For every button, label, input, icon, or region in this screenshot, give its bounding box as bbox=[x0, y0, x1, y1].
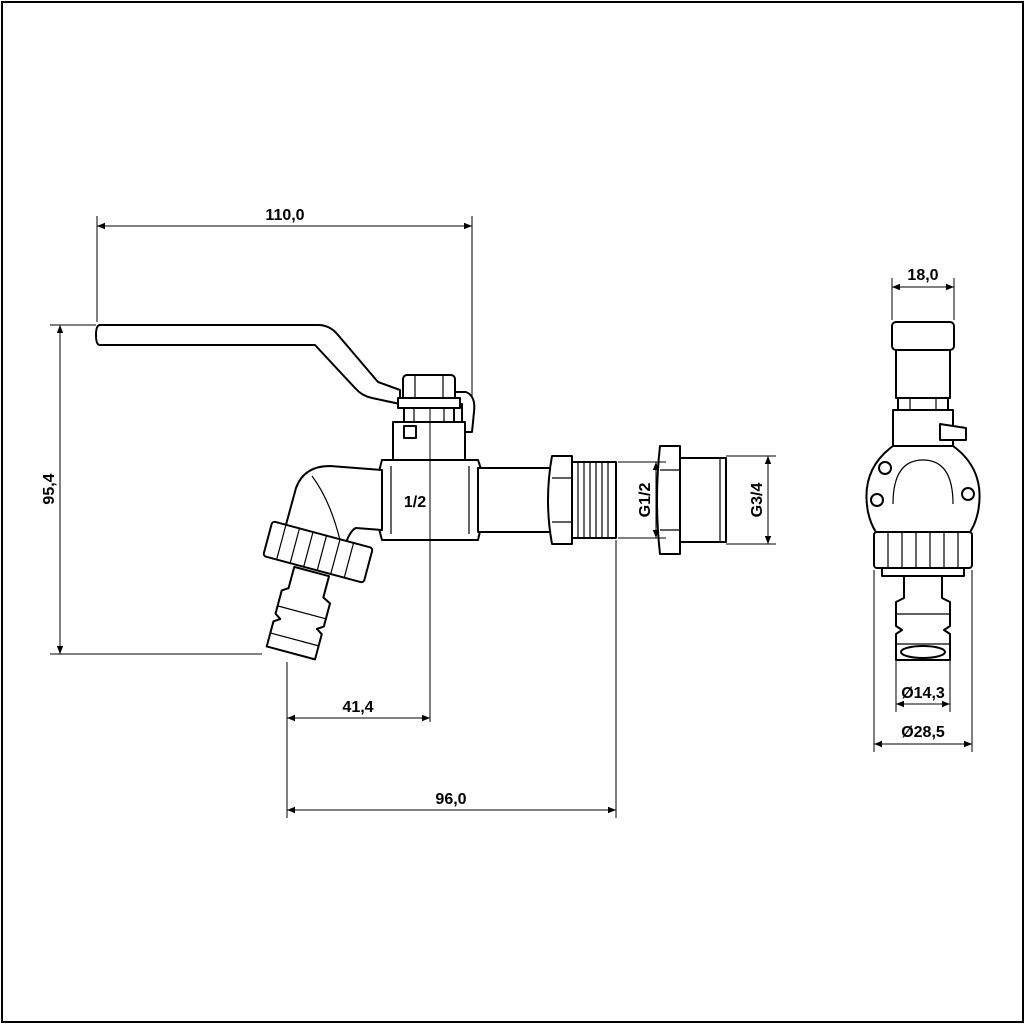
dimension-outlet-to-axis: 41,4 bbox=[286, 662, 430, 818]
thread-lines bbox=[577, 462, 609, 538]
dimension-hose-inner: Ø14,3 bbox=[895, 660, 951, 712]
dim-95-label: 95,4 bbox=[41, 473, 58, 504]
dim-18-label: 18,0 bbox=[907, 267, 938, 284]
body-size-label: 1/2 bbox=[404, 494, 426, 511]
thread-adapter bbox=[656, 445, 727, 555]
dimension-thread-g34: G3/4 bbox=[726, 455, 776, 545]
hose-connector bbox=[265, 565, 332, 661]
valve-stem bbox=[403, 407, 455, 423]
front-coupling-ring bbox=[873, 531, 973, 569]
dim-41-label: 41,4 bbox=[342, 699, 373, 716]
dim-14-label: Ø14,3 bbox=[901, 685, 945, 702]
dim-96-label: 96,0 bbox=[435, 791, 466, 808]
valve-bonnet bbox=[392, 421, 466, 461]
dim-28-label: Ø28,5 bbox=[901, 724, 945, 741]
lever-handle bbox=[95, 324, 401, 405]
hex-nut bbox=[547, 455, 573, 545]
inlet-pipe bbox=[477, 467, 553, 533]
dim-110-label: 110,0 bbox=[265, 207, 304, 224]
g12-label: G1/2 bbox=[637, 483, 654, 518]
g34-label: G3/4 bbox=[749, 483, 766, 518]
front-handle bbox=[895, 349, 951, 399]
threaded-end bbox=[571, 461, 617, 539]
dimension-hose-outer: Ø28,5 bbox=[873, 570, 973, 752]
dimension-overall-height: 95,4 bbox=[41, 324, 262, 655]
dimension-handle-width: 18,0 bbox=[891, 267, 955, 320]
dimension-overall-length: 110,0 bbox=[96, 207, 473, 396]
dimension-outlet-to-thread: 96,0 bbox=[287, 540, 617, 818]
tap-side-view bbox=[95, 324, 617, 722]
coupling-ring bbox=[262, 520, 374, 584]
dimension-thread-g12: G1/2 bbox=[618, 461, 666, 539]
tap-front-view bbox=[865, 321, 981, 661]
